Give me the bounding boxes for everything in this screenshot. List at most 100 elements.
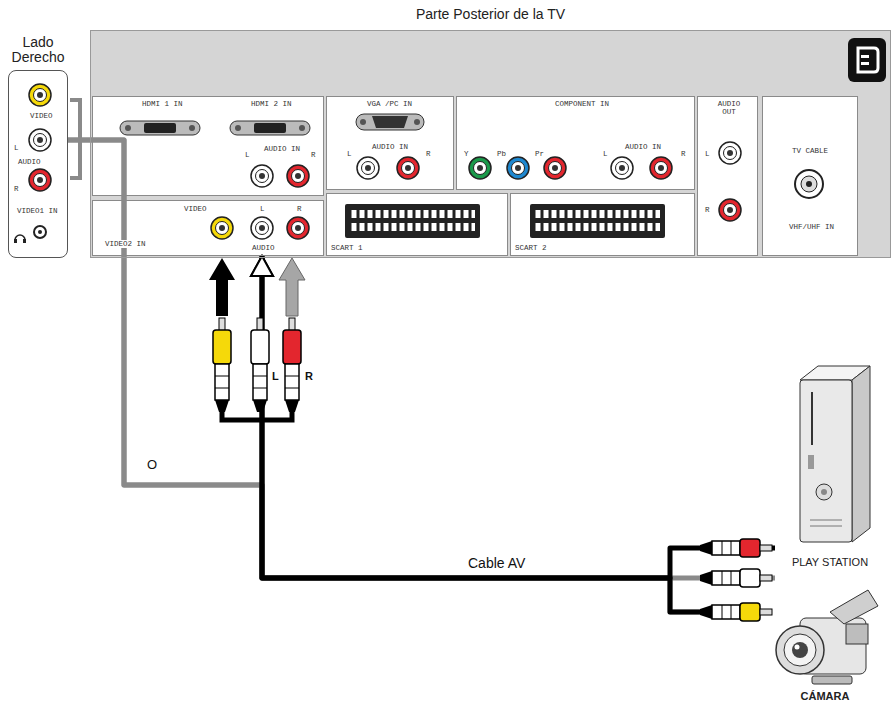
node-text: L (259, 205, 266, 213)
side-panel-fill (8, 70, 68, 258)
rca-plug (700, 603, 772, 621)
node-text: AUDIO IN (371, 143, 409, 151)
insert-arrow (209, 258, 235, 316)
rca-jack (29, 84, 51, 106)
rca-jack (611, 157, 633, 179)
alt-cable (68, 140, 775, 578)
tv-panel-fill (90, 30, 891, 258)
rca-plug (700, 569, 772, 587)
node-text: R (704, 206, 711, 214)
edge-label: Cable AV (466, 556, 527, 571)
vga-section: VGA /PC IN AUDIO IN L R (326, 96, 454, 190)
node-text: TV CABLE (791, 147, 829, 155)
section-fill (326, 193, 508, 256)
rca-jack (719, 142, 741, 164)
rca-plug (700, 539, 772, 557)
rca-jack (650, 157, 672, 179)
node-text: Pr (534, 150, 545, 158)
rca-jack (544, 157, 566, 179)
node-text: AUDIO (17, 158, 42, 166)
rca-jack (287, 217, 309, 239)
audio-out-section: AUDIO OUT L R (697, 96, 758, 256)
node-text: L (602, 150, 609, 158)
node-text: SCART 1 (330, 244, 364, 252)
node-text: PLAY STATION (765, 556, 891, 568)
console-device: PLAY STATION (775, 360, 885, 572)
game-console (800, 366, 870, 542)
av-cable (262, 256, 775, 578)
side-bracket (70, 100, 80, 178)
node-text: Lado Derecho (0, 35, 77, 66)
edge-label: O (145, 458, 159, 472)
node-text: VIDEO (183, 205, 208, 213)
node-text: AUDIO IN (263, 145, 301, 153)
node-text: L (13, 144, 20, 152)
node-text: SCART 2 (514, 244, 548, 252)
node-text: R (13, 185, 20, 193)
plug-label: L (270, 370, 281, 382)
headphone-jack (14, 226, 46, 243)
node-text: VHF/UHF IN (788, 223, 835, 231)
node-text: HDMI 2 IN (250, 100, 293, 108)
node-text: AUDIO OUT (709, 100, 749, 117)
hdmi-section: HDMI 1 IN HDMI 2 IN AUDIO IN L R (92, 96, 324, 196)
node-text: AUDIO (251, 244, 276, 252)
section-fill (762, 96, 858, 256)
node-text: VIDEO1 IN (16, 207, 59, 215)
section-fill (697, 96, 758, 256)
rca-jack (507, 157, 529, 179)
rca-jack (211, 217, 233, 239)
power-socket (848, 38, 886, 82)
section-fill (92, 200, 324, 256)
camera-device: CÁMARA (765, 582, 885, 706)
rca-jack (29, 129, 51, 151)
rca-jack (719, 199, 741, 221)
node-text: VGA /PC IN (366, 100, 413, 108)
insert-arrow (279, 258, 305, 316)
rca-plug (283, 318, 301, 412)
component-section: COMPONENT IN Y Pb Pr L AUDIO IN R (456, 96, 695, 190)
section-fill (456, 96, 695, 190)
plug-label: R (303, 370, 315, 382)
node-text: L (346, 150, 353, 158)
rca-jack (29, 169, 51, 191)
scart-connector (345, 204, 665, 238)
rca-jack (287, 165, 309, 187)
node-text: HDMI 1 IN (141, 100, 184, 108)
section-fill (326, 96, 454, 190)
node-text: Y (463, 150, 470, 158)
node-text: CÁMARA (755, 690, 891, 702)
node-text: L (244, 151, 251, 159)
rca-jack (397, 157, 419, 179)
node-text: R (425, 150, 432, 158)
camcorder (776, 590, 878, 684)
rca-jack (251, 165, 273, 187)
node-text: AUDIO IN (624, 143, 662, 151)
rca-jack (469, 157, 491, 179)
node-text: R (296, 205, 303, 213)
node-text: COMPONENT IN (554, 100, 610, 108)
scart-section: SCART 2 (510, 193, 695, 256)
av-cable (262, 256, 765, 612)
alt-cable (68, 140, 765, 612)
vga-port (356, 114, 424, 130)
scart-section: SCART 1 (326, 193, 508, 256)
video2-section: VIDEO L R AUDIO VIDEO2 IN (92, 200, 324, 256)
rca-plug (251, 318, 269, 412)
node-text: L (704, 150, 711, 158)
node-text: VIDEO (29, 112, 54, 120)
coax-connector (795, 170, 823, 198)
node-text: R (680, 150, 687, 158)
node-text: R (310, 151, 317, 159)
rca-jack (357, 157, 379, 179)
tv-cable-section: TV CABLE VHF/UHF IN (762, 96, 858, 256)
rca-jack (251, 217, 273, 239)
node-text: Pb (496, 150, 507, 158)
node-text: VIDEO2 IN (104, 240, 147, 248)
hdmi-port (120, 121, 310, 135)
section-fill (510, 193, 695, 256)
rca-plug (213, 318, 231, 412)
side-panel: Lado DerechoVIDEOLAUDIORVIDEO1 IN (8, 70, 68, 258)
tv-back-panel: Parte Posterior de la TVHDMI 1 INHDMI 2 … (90, 30, 891, 258)
